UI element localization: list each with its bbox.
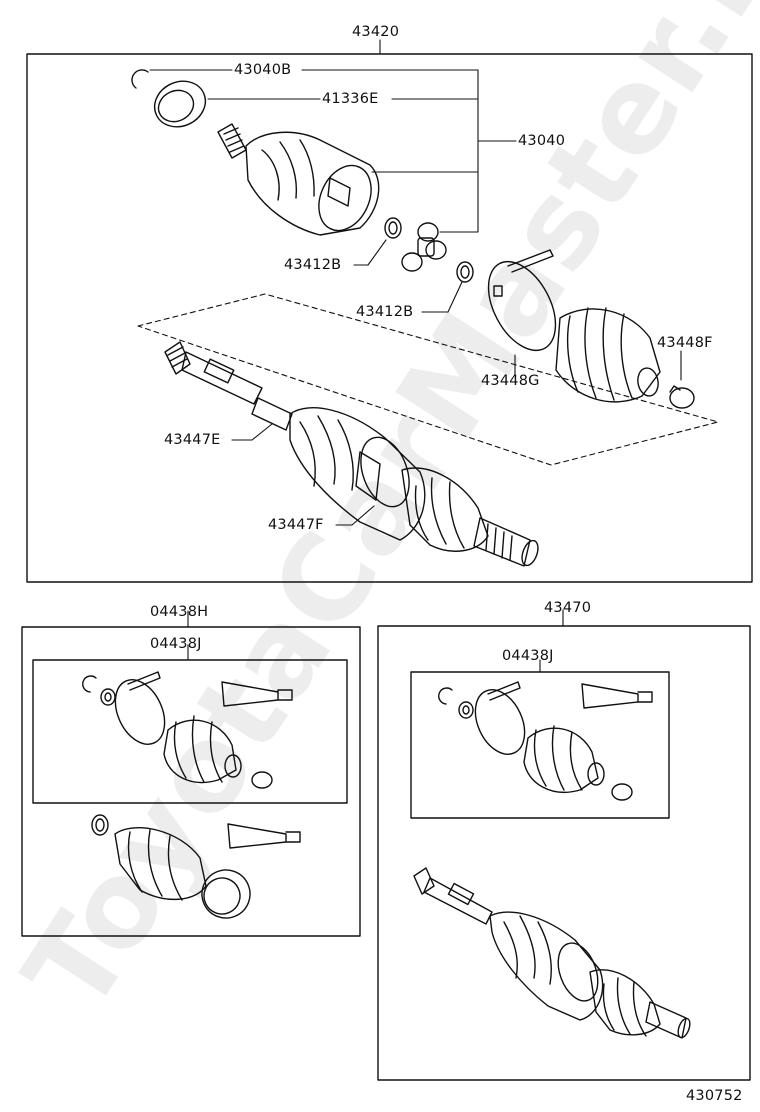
label-boot-kit-left: 04438J	[150, 636, 202, 652]
snap-ring-kit-left	[82, 675, 97, 693]
boot-clamp-small	[669, 385, 695, 409]
label-clamp-e: 43447E	[164, 432, 221, 448]
snap-ring-small-b	[456, 261, 474, 283]
tripod-joint	[401, 222, 447, 272]
label-shaft-assy-right: 43470	[544, 600, 592, 616]
kit-j-right-parts	[438, 681, 653, 801]
kit-h-lower-parts	[91, 814, 301, 919]
label-snap-ring: 43040B	[234, 62, 292, 78]
frame-kit-h	[21, 626, 361, 937]
label-main-shaft: 43420	[352, 24, 400, 40]
label-inboard-joint: 43040	[518, 133, 566, 149]
drive-shaft-43470	[413, 867, 691, 1039]
snap-ring-small-a	[384, 217, 402, 239]
kit-j-left-parts	[82, 671, 293, 789]
boot-inboard	[555, 307, 661, 403]
drive-shaft-main	[164, 341, 539, 567]
label-boot-kit-right: 04438J	[502, 648, 554, 664]
frame-main	[26, 53, 753, 583]
snap-ring-kit-right	[438, 687, 453, 705]
label-snap-ring-b: 43412B	[356, 304, 414, 320]
frame-kit-j-left	[32, 659, 348, 804]
frame-43470	[377, 625, 751, 1081]
label-dust-deflector: 41336E	[322, 91, 379, 107]
dashed-group-outline	[137, 293, 719, 466]
leader-lines	[149, 39, 682, 673]
label-clamp-f: 43447F	[268, 517, 324, 533]
dust-deflector-ring	[153, 80, 207, 128]
snap-ring-top	[131, 69, 149, 89]
figure-number: 430752	[686, 1088, 743, 1104]
label-boot-clamp-f: 43448F	[657, 335, 713, 351]
label-boot-clamp-g: 43448G	[481, 373, 540, 389]
label-snap-ring-a: 43412B	[284, 257, 342, 273]
boot-clamp-large	[487, 249, 557, 352]
outer-race-housing	[217, 123, 380, 236]
label-repair-kit-left: 04438H	[150, 604, 209, 620]
